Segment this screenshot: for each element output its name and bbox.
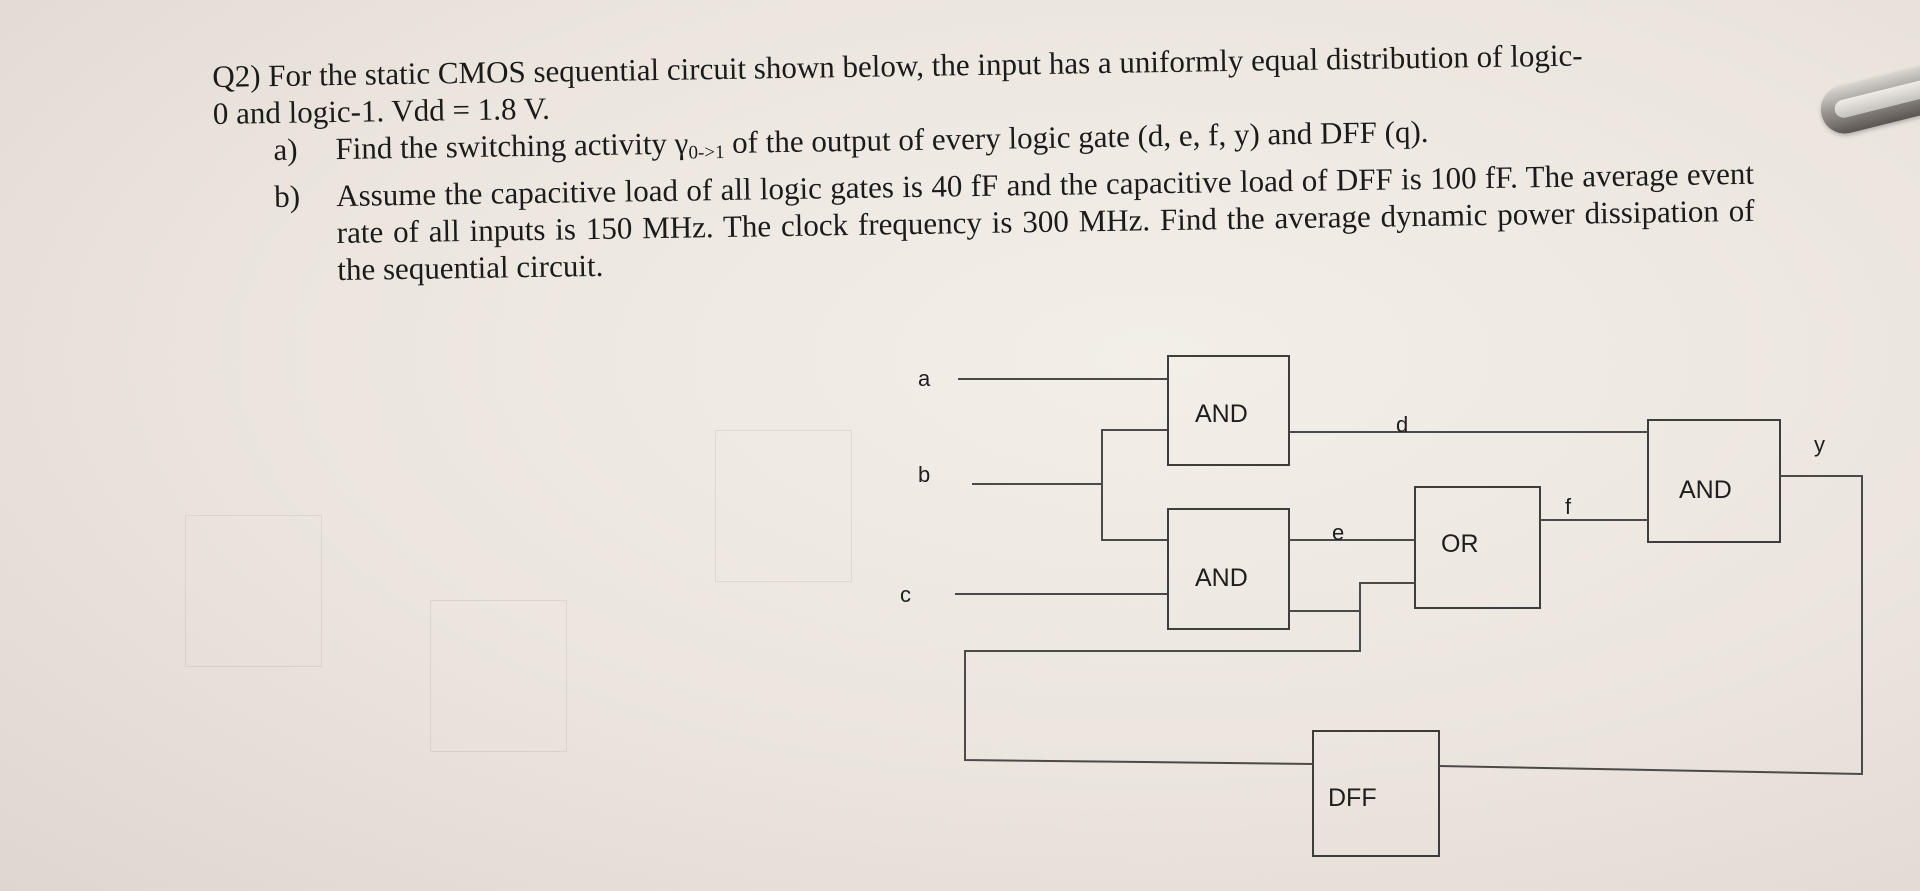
dff-label: DFF <box>1328 784 1377 812</box>
input-a-label: a <box>918 366 931 391</box>
and-gate-output <box>1647 419 1781 543</box>
and-gate-top <box>1167 355 1290 466</box>
bleed-through-box <box>430 600 567 752</box>
signal-e-label: e <box>1332 520 1344 545</box>
and-gate-top-label: AND <box>1195 400 1248 428</box>
and-gate-output-label: AND <box>1679 476 1732 504</box>
input-c-label: c <box>900 582 911 607</box>
signal-y-label: y <box>1814 432 1825 457</box>
bleed-through-box <box>715 430 852 582</box>
signal-f-label: f <box>1565 494 1572 519</box>
wire-y <box>1438 475 1863 776</box>
dff-box <box>1312 730 1440 857</box>
bleed-through-box <box>185 515 322 667</box>
wire-b-to-and-bottom <box>1101 484 1168 541</box>
input-b-label: b <box>918 462 930 487</box>
or-gate <box>1414 486 1541 609</box>
and-gate-bottom <box>1167 508 1290 630</box>
signal-d-label: d <box>1396 412 1408 437</box>
or-gate-label: OR <box>1441 530 1479 558</box>
and-gate-bottom-label: AND <box>1195 564 1248 592</box>
wire-q <box>964 582 1415 765</box>
wire-b-to-and-top <box>1101 429 1168 484</box>
